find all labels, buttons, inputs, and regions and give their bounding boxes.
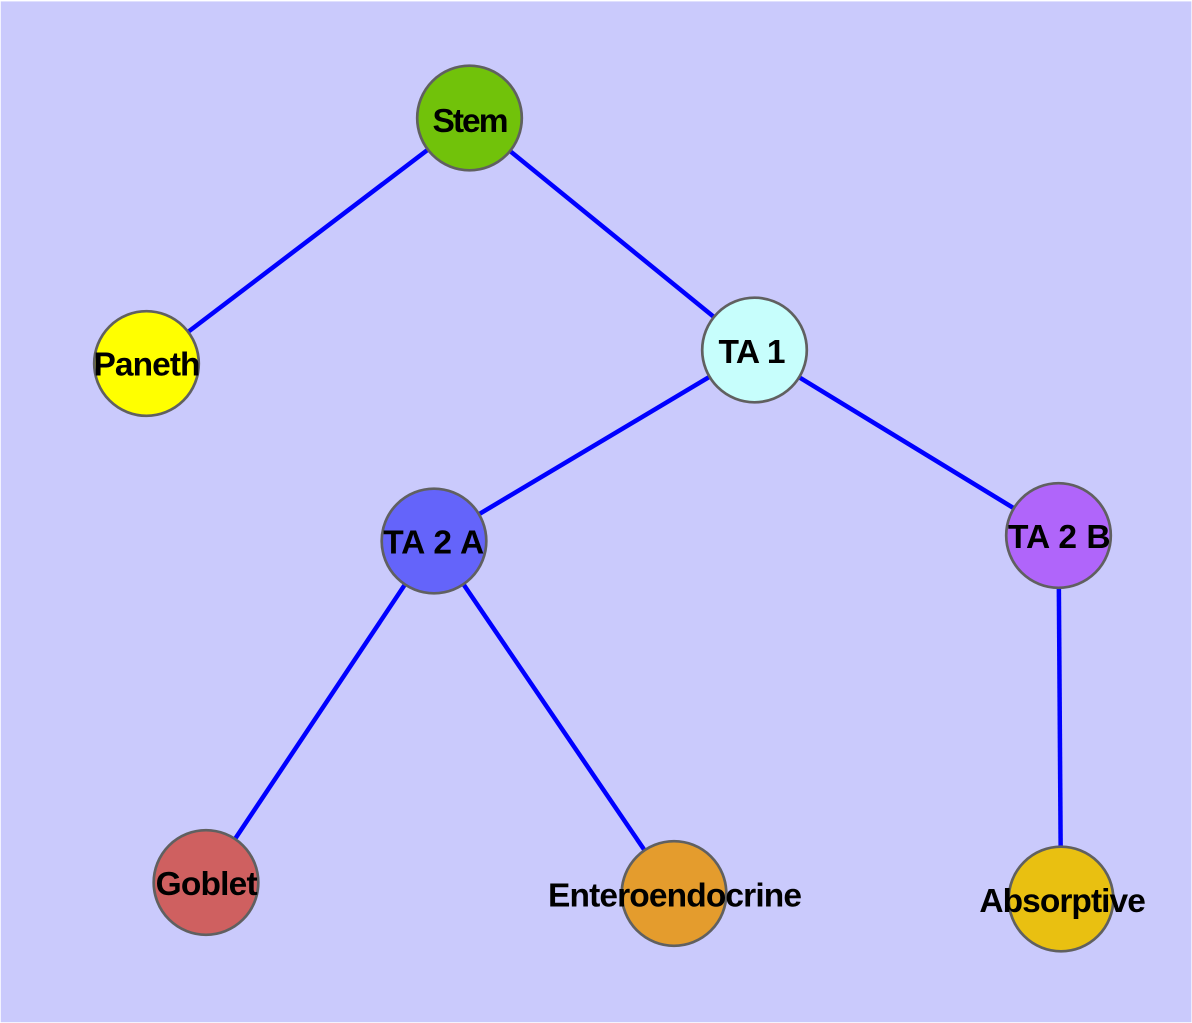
svg-text:Paneth: Paneth <box>94 347 201 384</box>
svg-text:TA 1: TA 1 <box>719 334 786 371</box>
svg-text:Enteroendocrine: Enteroendocrine <box>548 878 802 915</box>
svg-text:TA 2 B: TA 2 B <box>1008 519 1111 556</box>
svg-text:Stem: Stem <box>433 103 509 140</box>
svg-text:Goblet: Goblet <box>156 866 258 903</box>
svg-text:TA 2 A: TA 2 A <box>383 525 484 562</box>
svg-text:Absorptive: Absorptive <box>979 883 1146 920</box>
